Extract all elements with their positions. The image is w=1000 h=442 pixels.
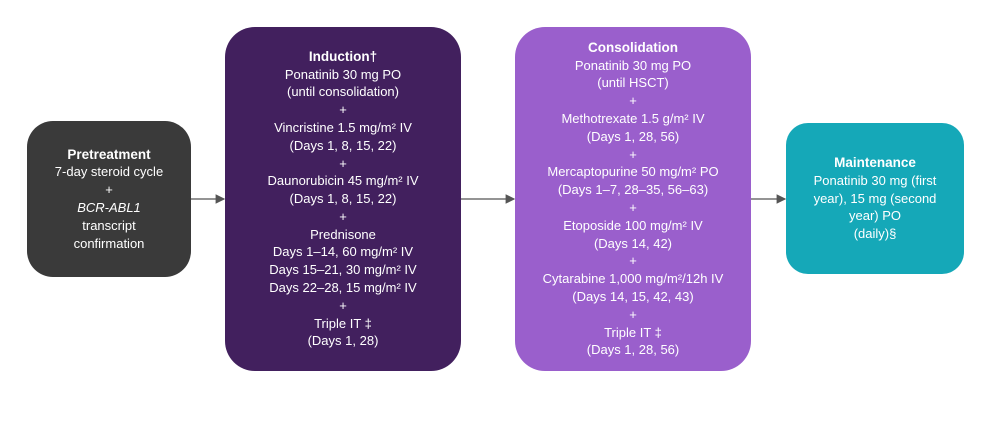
consolidation-line-4: Methotrexate 1.5 g/m² IV [561, 111, 705, 127]
induction-line-8: (Days 1, 8, 15, 22) [289, 191, 397, 207]
induction-line-9: + [339, 208, 347, 224]
consolidation-line-12: + [629, 253, 637, 269]
consolidation-line-15: + [629, 306, 637, 322]
consolidation-line-7: Mercaptopurine 50 mg/m² PO [547, 164, 719, 180]
pretreatment-line-0: Pretreatment [67, 146, 151, 162]
pretreatment-box: Pretreatment 7-day steroid cycle + BCR-ABL1… [27, 121, 191, 277]
consolidation-line-1: Ponatinib 30 mg PO [574, 57, 692, 73]
induction-line-5: (Days 1, 8, 15, 22) [289, 137, 397, 153]
consolidation-line-11: (Days 14, 42) [593, 235, 673, 251]
induction-line-13: Days 22–28, 15 mg/m² IV [269, 280, 417, 296]
induction-line-11: Days 1–14, 60 mg/m² IV [272, 244, 414, 260]
induction-line-2: (until consolidation) [286, 84, 399, 100]
consolidation-line-2: (until HSCT) [597, 75, 669, 91]
consolidation-line-16: Triple IT ‡ [604, 324, 662, 340]
maintenance-line-1: Ponatinib 30 mg (first [813, 172, 937, 188]
consolidation-line-5: (Days 1, 28, 56) [586, 128, 680, 144]
induction-line-14: + [339, 297, 347, 313]
induction-line-4: Vincristine 1.5 mg/m² IV [274, 119, 412, 135]
consolidation-line-13: Cytarabine 1,000 mg/m²/12h IV [542, 271, 724, 287]
induction-line-12: Days 15–21, 30 mg/m² IV [269, 262, 417, 278]
induction-line-3: + [339, 102, 347, 118]
consolidation-line-8: (Days 1–7, 28–35, 56–63) [557, 182, 709, 198]
induction-line-7: Daunorubicin 45 mg/m² IV [267, 173, 419, 189]
consolidation-line-3: + [629, 93, 637, 109]
maintenance-line-0: Maintenance [834, 155, 916, 170]
consolidation-line-14: (Days 14, 15, 42, 43) [572, 288, 694, 304]
consolidation-line-10: Etoposide 100 mg/m² IV [563, 217, 703, 233]
induction-line-6: + [339, 155, 347, 171]
maintenance-line-2: year), 15 mg (second [813, 190, 937, 206]
pretreatment-line-5: confirmation [73, 235, 145, 251]
pretreatment-line-2: + [105, 182, 113, 198]
pretreatment-line-1: 7-day steroid cycle [54, 164, 164, 180]
pretreatment-line-3: BCR-ABL1 [77, 200, 141, 215]
consolidation-line-0: Consolidation [588, 39, 678, 55]
induction-line-0: Induction† [308, 48, 378, 64]
consolidation-line-17: (Days 1, 28, 56) [586, 342, 680, 358]
induction-line-15: Triple IT ‡ [314, 315, 372, 331]
induction-line-16: (Days 1, 28) [307, 333, 379, 349]
consolidation-line-9: + [629, 200, 637, 215]
pretreatment-line-4: transcript [82, 217, 136, 233]
maintenance-line-4: (daily)§ [853, 226, 897, 242]
induction-line-1: Ponatinib 30 mg PO [284, 66, 402, 82]
induction-line-10: Prednisone [310, 226, 376, 242]
consolidation-line-6: + [629, 146, 637, 162]
maintenance-line-3: year) PO [848, 208, 901, 224]
induction-box: Induction† Ponatinib 30 mg PO (until conso… [225, 27, 461, 371]
